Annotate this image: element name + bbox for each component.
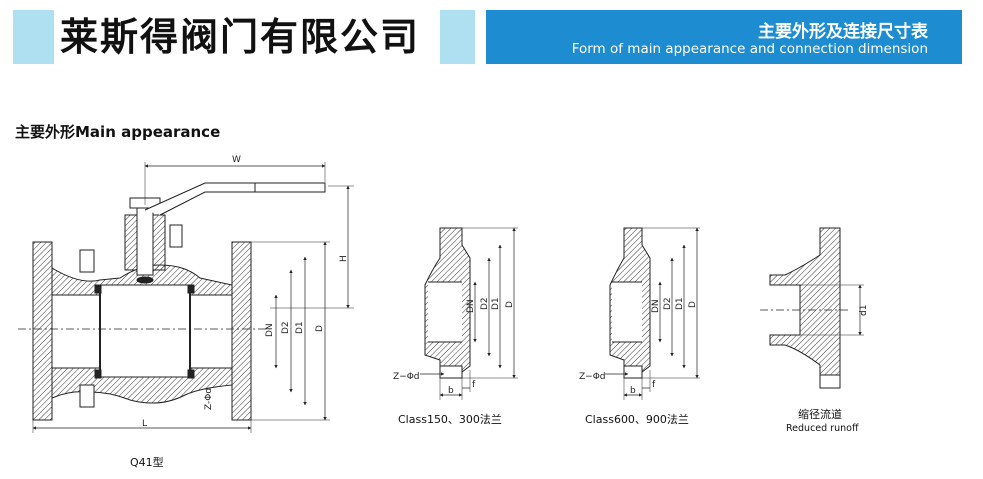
dim-600-z: Z−Φd xyxy=(579,372,606,382)
dim-600-b: b xyxy=(630,386,636,396)
dim-dn: DN xyxy=(265,323,275,337)
dim-600-d: D xyxy=(688,301,698,308)
dim-600-d1: D1 xyxy=(675,297,685,310)
header-accent-left xyxy=(13,10,54,64)
dim-z: Z-Φd xyxy=(204,388,214,410)
dim-reduced-d1: d1 xyxy=(859,305,869,316)
flange-150-300-drawing xyxy=(420,227,518,400)
caption-class600-900: Class600、900法兰 xyxy=(585,412,689,426)
dim-l: L xyxy=(142,419,147,429)
dim-150-d1: D1 xyxy=(491,297,501,310)
caption-reduced-en: Reduced runoff xyxy=(786,423,859,434)
dim-150-dn: DN xyxy=(466,299,476,313)
banner-title-cn: 主要外形及连接尺寸表 xyxy=(758,22,928,42)
banner-title-en: Form of main appearance and connection d… xyxy=(571,41,928,57)
flange-600-900-drawing xyxy=(605,227,700,400)
caption-reduced-cn: 缩径流道 xyxy=(798,407,842,421)
dim-150-z: Z−Φd xyxy=(393,372,420,382)
reduced-runoff-drawing xyxy=(760,227,864,389)
dim-w: W xyxy=(232,155,241,165)
header-banner: 主要外形及连接尺寸表 Form of main appearance and c… xyxy=(486,10,962,64)
dim-150-d: D xyxy=(505,301,515,308)
dim-h: H xyxy=(339,255,349,262)
section-title: 主要外形Main appearance xyxy=(15,123,221,141)
company-name: 莱斯得阀门有限公司 xyxy=(60,15,421,59)
header-accent-right xyxy=(440,10,475,64)
dim-d2: D2 xyxy=(281,321,291,334)
dim-d1: D1 xyxy=(295,321,305,334)
caption-class150-300: Class150、300法兰 xyxy=(398,412,502,426)
dim-150-d2: D2 xyxy=(480,297,490,310)
dim-600-dn: DN xyxy=(651,299,661,313)
dim-600-f: f xyxy=(652,380,656,390)
caption-q41: Q41型 xyxy=(130,455,164,469)
dim-d: D xyxy=(315,325,325,332)
dim-600-d2: D2 xyxy=(663,297,673,310)
dim-150-b: b xyxy=(448,386,454,396)
ball-valve-drawing xyxy=(18,162,354,433)
dim-150-f: f xyxy=(472,380,476,390)
